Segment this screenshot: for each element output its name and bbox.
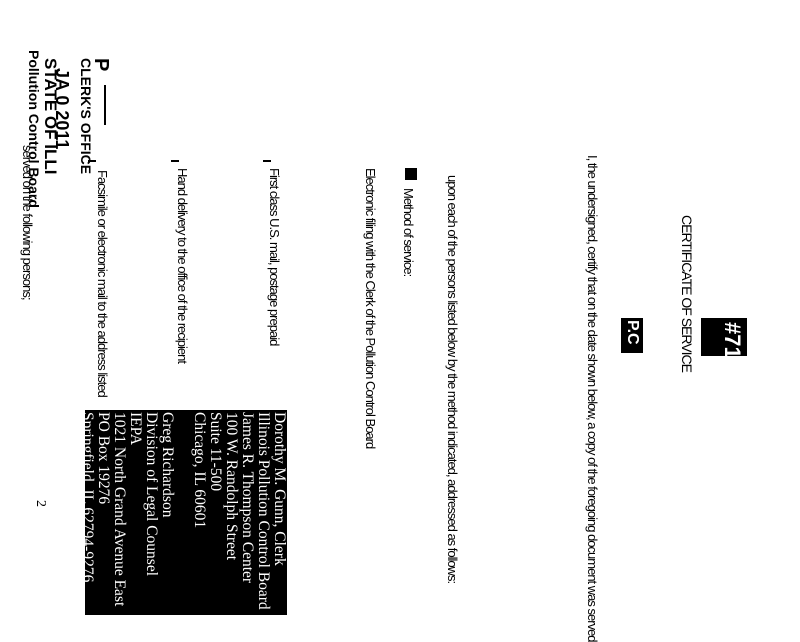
address-line: Chicago, IL 60601 [191,412,208,529]
address-line: Springfield, IL 62794-9276 [79,412,96,583]
page-number: 2 [33,500,48,507]
body-line-2: upon each of the persons listed below by… [445,175,460,584]
address-line: IEPA [127,412,144,446]
address-block [85,410,287,615]
state-of: STATE OF ILLI [41,58,60,175]
body-line-3b: Electronic filing with the Clerk of the … [363,168,378,449]
body-line-3: Method of service: [401,188,416,277]
address-line: Illinois Pollution Control Board [255,412,272,610]
body-line-4: First class U.S. mail, postage prepaid [267,168,282,346]
number-mark: #71 [720,322,745,359]
address-line [175,412,191,610]
address-line: PO Box 19276 [95,412,112,505]
address-lines: Dorothy M. Gunn, Clerk Illinois Pollutio… [79,412,288,610]
address-line: James R. Thompson Center [239,412,256,584]
address-line: Division of Legal Counsel [143,412,160,577]
checkbox-mark [405,168,417,180]
body-line-1: I, the undersigned, certify that on the … [585,155,600,642]
bullet-3 [88,160,96,162]
recipient-note: served on the following persons; [20,145,35,300]
pc-mark: P.C [624,320,641,345]
clerks-office: CLERK'S OFFICE [78,58,94,175]
address-line: 100 W. Randolph Street [223,412,240,561]
stamp-underline [104,85,106,125]
body-line-5: Hand delivery to the office of the recip… [175,168,190,363]
bullet-1 [263,160,271,162]
number-mark-box [701,318,747,356]
bullet-2 [171,160,179,162]
certificate-title: CERTIFICATE OF SERVICE [679,215,695,372]
address-line: 1021 North Grand Avenue East [111,412,128,607]
address-line: Dorothy M. Gunn, Clerk [271,412,288,566]
address-line: Greg Richardson [159,412,176,518]
body-line-6: Facsimile or electronic mail to the addr… [95,170,110,397]
address-line: Suite 11-500 [207,412,224,492]
pc-mark-box [621,318,643,353]
